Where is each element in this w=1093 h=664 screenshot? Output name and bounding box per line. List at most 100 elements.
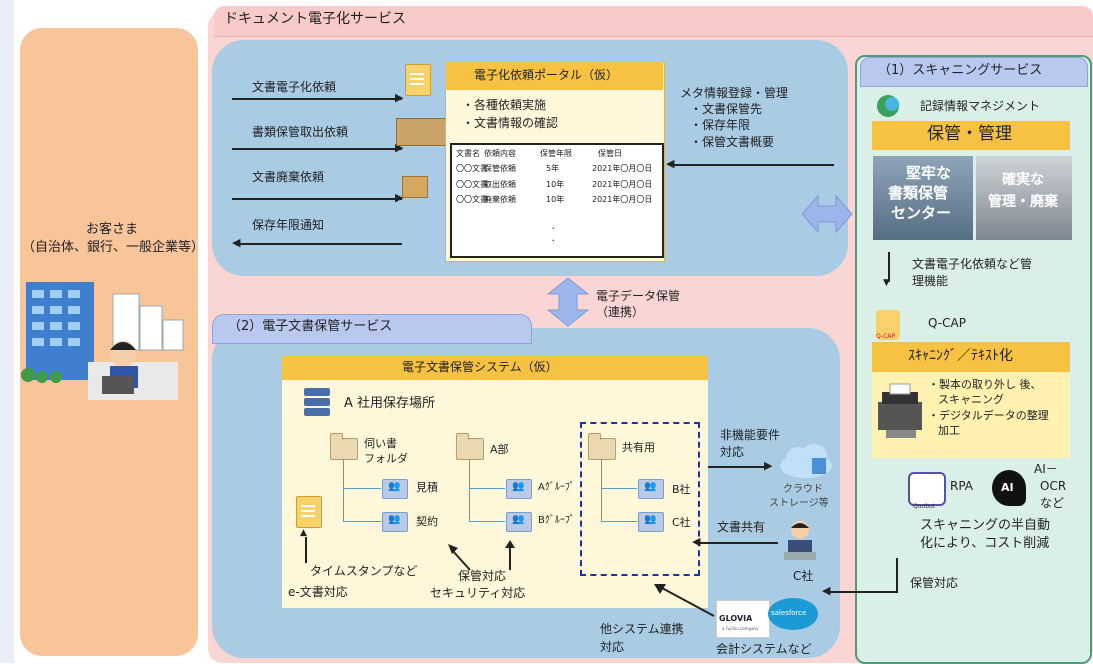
scan-band-label: ｽｷｬﾆﾝｸﾞ／ﾃｷｽﾄ化 [908, 348, 1013, 364]
arrow-head-up-icon: ▲ [300, 528, 307, 538]
ai-ocr-label: AI－ [1034, 462, 1058, 476]
folder-label: 契約 [416, 515, 438, 528]
nonfunc-label: 非機能要件 [720, 428, 781, 442]
folder-icon [330, 433, 358, 460]
portal-bullet: ・各種依頼実施 [462, 98, 547, 112]
table-cell: 保管依頼 [484, 164, 516, 173]
system-box [282, 356, 708, 608]
ai-head-icon [992, 470, 1026, 506]
bidirectional-arrow-icon [801, 194, 853, 234]
person-at-desk-icon [784, 521, 816, 560]
arrow-line [700, 542, 778, 544]
table-ellipsis: ． [551, 234, 561, 244]
folder-label: 見積 [416, 481, 438, 494]
service-title-bar [214, 6, 1093, 37]
arrow-line [232, 148, 402, 150]
document-icon [405, 64, 431, 96]
scan-item: ・製本の取り外し 後、 [928, 378, 1042, 391]
system-title: 電子文書保管システム（仮） [402, 360, 558, 374]
arrow-line [232, 98, 402, 100]
glovia-logo-text: GLOVIA [719, 614, 753, 623]
scan-item: 加工 [938, 424, 960, 437]
glovia-logo-sub: a Fujitsu company [722, 626, 759, 631]
salesforce-logo [768, 598, 818, 630]
other-systems-label: 他システム連携 [600, 622, 684, 636]
arrow-head-down-icon: ▼ [883, 278, 890, 288]
arrow-head-left-icon: ◀ [822, 584, 831, 597]
arrow-head-right-icon: ▶ [395, 191, 404, 204]
folder-label: C社 [672, 516, 691, 529]
link-sublabel: （連携） [596, 305, 645, 319]
arrow-head-left-icon: ◀ [666, 157, 675, 170]
table-cell: 廃棄依頼 [484, 195, 516, 204]
vertical-arrow-icon [546, 277, 590, 327]
table-ellipsis: ． [551, 222, 561, 232]
table-header: 保管日 [598, 149, 622, 158]
arrow-line [674, 164, 834, 166]
service-title: ドキュメント電子化サービス [224, 11, 406, 27]
shared-folder-icon [506, 479, 532, 499]
security-label: 保管対応 [458, 569, 507, 583]
storage-tab [212, 314, 532, 344]
folder-label: B社 [672, 483, 691, 496]
link-label: 電子データ保管 [596, 289, 681, 303]
ai-icon-text: AI [1001, 481, 1014, 494]
integration-arrow [654, 584, 715, 617]
folder-label: 共有用 [622, 441, 655, 454]
portal-title: 電子化依頼ポータル（仮） [474, 68, 619, 82]
qcap-label: Q-CAP [928, 316, 966, 330]
cost-label: スキャニングの半自動 [920, 518, 1051, 533]
mgmt-sublabel: 理機能 [912, 274, 949, 288]
photo-caption: センター [891, 204, 952, 222]
folder-label: Aｸﾞﾙｰﾌﾟ [538, 482, 575, 493]
cloud-label: クラウド [783, 484, 823, 495]
table-cell: 〇〇文書 [456, 180, 488, 189]
photo-caption: 管理・廃棄 [988, 194, 1058, 210]
tree-line [469, 459, 470, 521]
shared-folder-icon [638, 479, 664, 499]
shared-area-box [580, 422, 700, 576]
rpa-robot-icon [908, 472, 946, 506]
storage-title: （2）電子文書保管サービス [228, 319, 393, 334]
arrow-line [305, 537, 307, 563]
timestamp-label: タイムスタンプなど [310, 564, 418, 578]
hokan-label: 保管・管理 [927, 124, 1012, 144]
system-header [282, 356, 708, 380]
rpa-label: RPA [950, 479, 974, 493]
table-header: 文書名 [456, 149, 480, 158]
cardboard-box-icon [402, 176, 428, 198]
tree-line [343, 521, 381, 522]
arrow-head-right-icon: ▶ [395, 141, 404, 154]
tree-line [601, 521, 637, 522]
table-cell: 10年 [546, 180, 565, 189]
request-dispose: 文書廃棄依頼 [252, 170, 325, 184]
photo-caption: 堅牢な [906, 164, 952, 182]
shared-folder-icon [382, 479, 408, 499]
arrow-head-left-icon: ◀ [232, 236, 241, 249]
customer-sublabel: （自治体、銀行、一般企業等） [22, 240, 205, 255]
meta-title: メタ情報登録・管理 [680, 86, 789, 100]
request-table [450, 143, 664, 258]
qcap-logo-text: Q-CAP [876, 333, 895, 340]
tree-line [469, 521, 505, 522]
folder-label: フォルダ [364, 452, 408, 465]
meta-item: ・文書保管先 [690, 102, 763, 116]
scanning-tab [860, 57, 1088, 87]
shared-folder-icon [638, 512, 664, 532]
table-header: 依頼内容 [484, 149, 516, 158]
customer-label: お客さま [86, 222, 139, 237]
table-cell: 5年 [546, 164, 560, 173]
shared-folder-icon [506, 512, 532, 532]
rpa-logo-text: Quobot [913, 503, 936, 510]
scan-item: ・デジタルデータの整理 [928, 409, 1049, 422]
photo-caption: 確実な [1002, 172, 1044, 188]
folder-label: 伺い書 [364, 437, 397, 450]
folder-label: A部 [490, 443, 509, 456]
qcap-logo-icon [876, 310, 900, 340]
arrow-line [708, 466, 768, 468]
meta-item: ・保管文書概要 [690, 135, 775, 149]
table-cell: 取出依頼 [484, 180, 516, 189]
security-sublabel: セキュリティ対応 [430, 586, 526, 600]
scanning-title: （1）スキャニングサービス [878, 63, 1043, 78]
security-arrows [448, 540, 515, 571]
